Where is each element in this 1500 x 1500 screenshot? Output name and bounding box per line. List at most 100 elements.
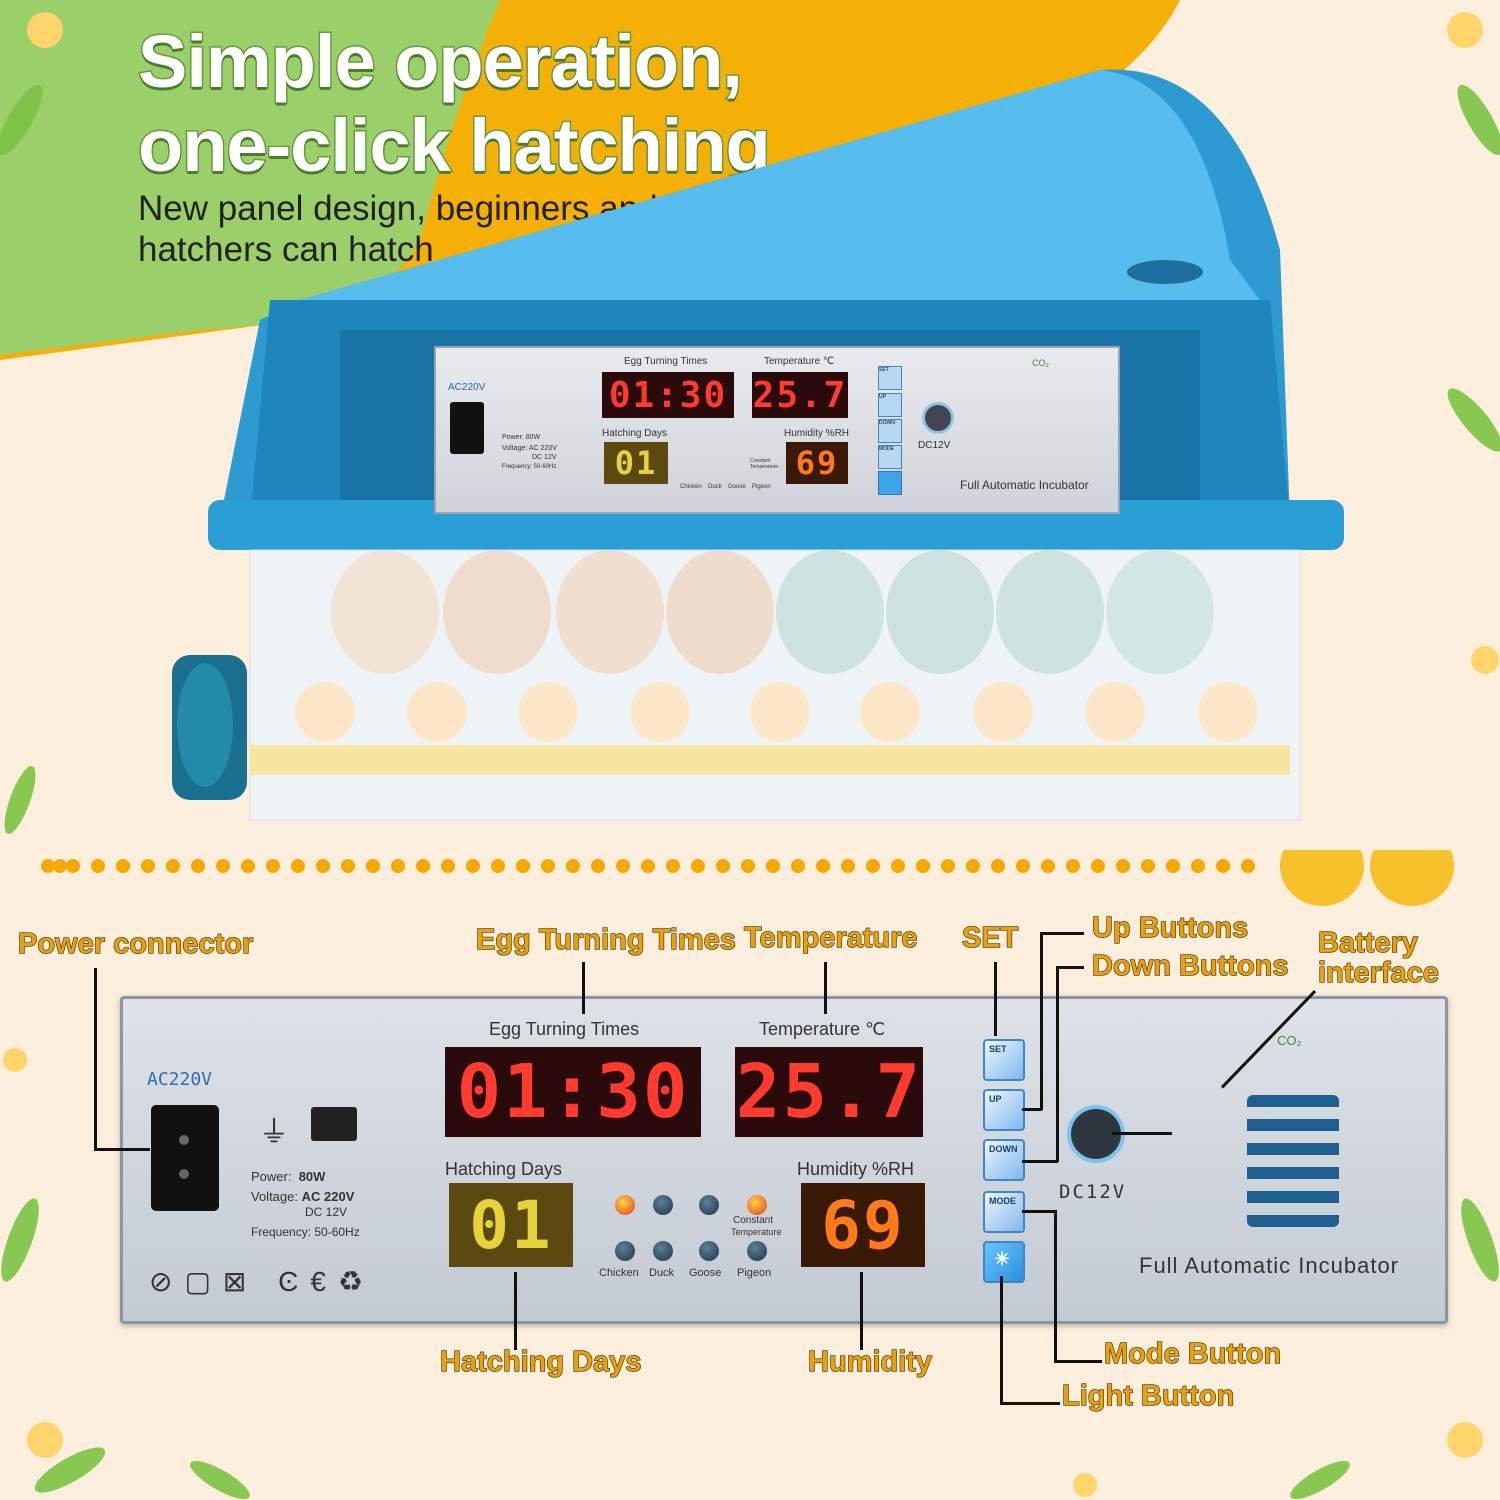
leader-line — [1022, 1108, 1042, 1111]
divider-dot — [691, 859, 705, 873]
divider-dot — [141, 859, 155, 873]
power-spec: Power: 80W — [251, 1169, 325, 1184]
leader-line — [1000, 1276, 1003, 1404]
light-button[interactable]: ☀ — [983, 1241, 1025, 1283]
small-mode-pigeon: Pigeon — [752, 484, 771, 490]
up-button[interactable]: UP — [983, 1089, 1025, 1131]
down-button[interactable]: DOWN — [983, 1139, 1025, 1181]
divider-dot — [1241, 859, 1255, 873]
small-power-socket — [450, 402, 484, 454]
small-power-spec: Power: 80W — [502, 434, 541, 441]
small-light-button[interactable] — [878, 471, 902, 495]
voltage-spec-value: AC 220V — [301, 1189, 355, 1204]
constant-label-2: Temperature — [731, 1227, 782, 1237]
divider-dot — [216, 859, 230, 873]
divider-dot — [591, 859, 605, 873]
small-mode-button[interactable]: MODE — [878, 445, 902, 469]
divider-dot — [1091, 859, 1105, 873]
mode-chicken: Chicken — [599, 1267, 639, 1279]
light-icon: ☀ — [994, 1249, 1011, 1269]
divider-dot — [291, 859, 305, 873]
mode-goose: Goose — [689, 1267, 722, 1279]
indicator-goose — [699, 1241, 719, 1261]
mode-duck: Duck — [649, 1267, 675, 1279]
indicator-pigeon — [747, 1241, 767, 1261]
leader-line — [94, 968, 97, 1150]
divider-dot — [1191, 859, 1205, 873]
small-mode-goose: Goose — [728, 484, 746, 490]
callout-hatching-days: Hatching Days — [439, 1345, 642, 1378]
callout-up-buttons: Up Buttons — [1091, 911, 1249, 944]
set-button[interactable]: SET — [983, 1039, 1025, 1081]
vent-grille — [1247, 1095, 1339, 1227]
ac220v-label: AC220V — [147, 1069, 213, 1090]
callout-battery-2: interface — [1317, 957, 1439, 989]
indicator-duck — [653, 1241, 673, 1261]
divider-dot — [41, 859, 55, 873]
divider-dot — [466, 859, 480, 873]
divider-dot — [241, 859, 255, 873]
egg-turning-label: Egg Turning Times — [489, 1019, 640, 1039]
hatching-days-label: Hatching Days — [445, 1159, 563, 1179]
control-panel-closeup: AC220V ⏚ Power: 80W Voltage: AC 220V DC … — [120, 996, 1448, 1324]
divider-dot — [366, 859, 380, 873]
divider-dot — [491, 859, 505, 873]
dc-spec: DC 12V — [305, 1205, 348, 1219]
divider-dot — [991, 859, 1005, 873]
headline: Simple operation, one-click hatching — [137, 19, 773, 189]
leader-line — [1054, 1210, 1057, 1362]
indicator-goose-top — [699, 1195, 719, 1215]
callout-power-connector: Power connector — [17, 927, 254, 960]
power-socket-icon[interactable] — [151, 1105, 219, 1211]
small-dc-jack[interactable] — [922, 402, 954, 434]
divider-dot — [91, 859, 105, 873]
divider-dot — [941, 859, 955, 873]
voltage-spec: Voltage: AC 220V — [251, 1189, 354, 1204]
battery-icon — [311, 1107, 357, 1141]
temperature-display: 25.7 — [735, 1047, 923, 1137]
leader-line — [1112, 1132, 1172, 1135]
frequency-spec: Frequency: 50-60Hz — [251, 1225, 360, 1239]
small-co2-label: CO₂ — [1032, 358, 1049, 368]
set-button-label: SET — [989, 1044, 1007, 1054]
indicator-duck-top — [653, 1195, 673, 1215]
constant-label-1: Constant — [733, 1215, 774, 1226]
leader-line — [1022, 1210, 1056, 1213]
callout-set: SET — [961, 921, 1019, 954]
power-spec-value: 80W — [298, 1169, 326, 1184]
leader-line — [1040, 932, 1084, 935]
divider-dot — [441, 859, 455, 873]
co2-icon: CO₂ — [1277, 1033, 1302, 1048]
small-egg-turning-display: 01:30 — [602, 372, 734, 418]
down-button-label: DOWN — [989, 1144, 1018, 1154]
leader-line — [1056, 966, 1059, 1162]
divider-dot — [1066, 859, 1080, 873]
leader-line — [824, 962, 827, 1014]
leader-line — [1040, 932, 1043, 1110]
small-down-button[interactable]: DOWN — [878, 419, 902, 443]
small-temperature-display: 25.7 — [752, 372, 848, 418]
divider-dot — [391, 859, 405, 873]
small-constant-temp: Constant Temperature — [750, 458, 779, 470]
small-hatching-days-label: Hatching Days — [602, 428, 668, 439]
callout-egg-turning: Egg Turning Times — [475, 923, 736, 956]
small-humidity-display: 69 — [786, 442, 848, 484]
dc12v-label: DC12V — [1059, 1181, 1127, 1203]
divider-dot — [916, 859, 930, 873]
leader-line — [582, 962, 585, 1014]
small-set-button[interactable]: SET — [878, 366, 902, 390]
mode-button[interactable]: MODE — [983, 1191, 1025, 1233]
divider-dot — [1041, 859, 1055, 873]
brand-label: Full Automatic Incubator — [1139, 1253, 1400, 1278]
callout-light-button: Light Button — [1061, 1379, 1235, 1412]
small-egg-turning-label: Egg Turning Times — [624, 356, 708, 367]
mode-pigeon: Pigeon — [737, 1267, 772, 1279]
callout-humidity: Humidity — [807, 1345, 933, 1378]
temperature-label: Temperature ℃ — [759, 1019, 886, 1039]
divider-dot — [266, 859, 280, 873]
up-button-label: UP — [989, 1094, 1002, 1104]
headline-line-2: one-click hatching — [137, 103, 773, 189]
divider-dot — [116, 859, 130, 873]
divider-dot — [416, 859, 430, 873]
small-up-button[interactable]: UP — [878, 393, 902, 417]
